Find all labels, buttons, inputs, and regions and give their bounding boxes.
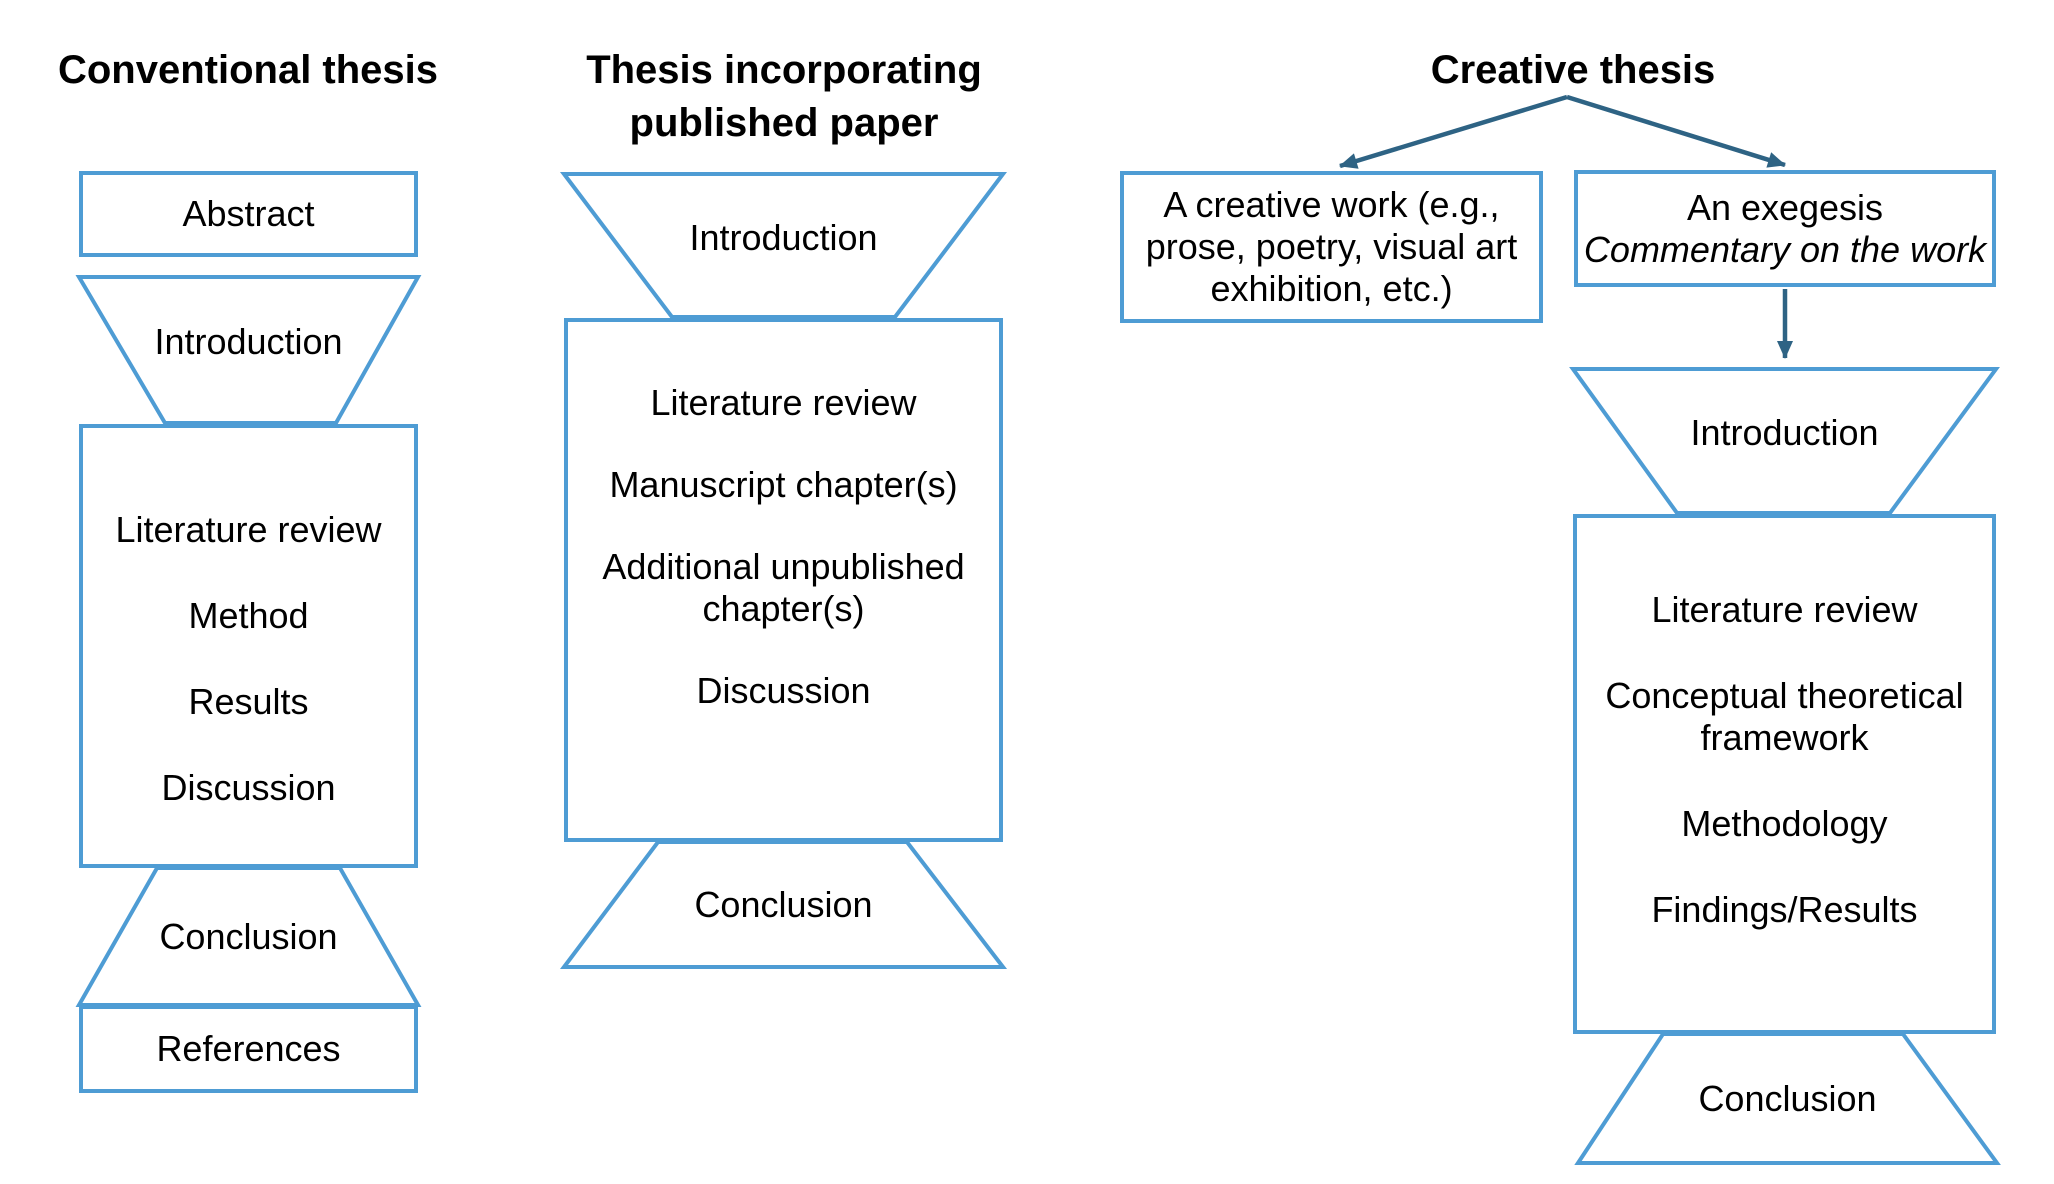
text-line: Methodology: [1681, 803, 1888, 844]
arrow-title-to-creative-work: [1339, 94, 1568, 169]
creative-conclusion-trapezoid: [1574, 1032, 2001, 1165]
text-line: Findings/Results: [1651, 889, 1918, 930]
arrow-title-to-exegesis: [1566, 94, 1786, 168]
text-line: Results: [188, 681, 309, 722]
text-line: Literature review: [115, 509, 382, 550]
published-introduction-trapezoid: [559, 172, 1008, 319]
creative-work-box: A creative work (e.g.,prose, poetry, vis…: [1120, 171, 1543, 323]
text-line: Thesis incorporating: [586, 48, 982, 92]
text-line: Literature review: [650, 382, 917, 423]
text-line: Manuscript chapter(s): [609, 464, 958, 505]
exegesis-box: An exegesis Commentary on the work: [1574, 170, 1996, 287]
exegesis-subtitle: Commentary on the work: [1583, 228, 1987, 270]
text-line: exhibition, etc.): [1210, 268, 1453, 309]
published-conclusion-trapezoid: [559, 840, 1008, 969]
published-paper-thesis-title: Thesis incorporating published paper: [564, 44, 1004, 150]
creative-work-text: A creative work (e.g.,prose, poetry, vis…: [1146, 184, 1518, 310]
text-line: published paper: [629, 101, 939, 145]
conventional-introduction-trapezoid: [75, 275, 422, 425]
references-box: References: [79, 1005, 418, 1093]
text-line: prose, poetry, visual art: [1145, 226, 1518, 267]
text-line: A creative work (e.g.,: [1163, 184, 1500, 225]
text-line: Method: [188, 595, 309, 636]
abstract-label: Abstract: [182, 193, 315, 234]
text-line: Discussion: [161, 767, 336, 808]
creative-introduction-trapezoid: [1569, 367, 2000, 515]
conventional-conclusion-trapezoid: [75, 866, 422, 1007]
creative-thesis-title: Creative thesis: [1430, 48, 1716, 92]
references-label: References: [156, 1028, 341, 1069]
conventional-thesis-title: Conventional thesis: [57, 48, 439, 92]
text-line: Literature review: [1651, 589, 1918, 630]
text-line: Conceptual theoretical framework: [1605, 675, 1964, 758]
text-line: Additional unpublished chapter(s): [602, 546, 965, 629]
exegesis-label: An exegesis: [1686, 186, 1884, 228]
abstract-box: Abstract: [79, 171, 418, 257]
text-line: Discussion: [696, 670, 871, 711]
